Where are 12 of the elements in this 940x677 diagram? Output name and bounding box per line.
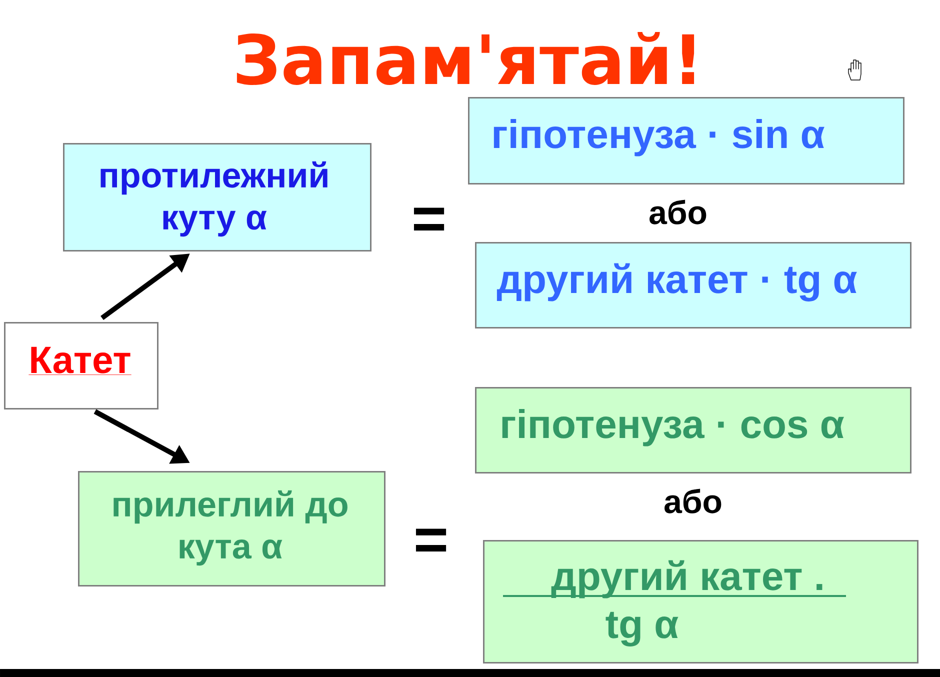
formula-box: другий катет . tg α [483,540,918,664]
formula-box: гіпотенуза · sin α [468,97,904,184]
equals-sign: = [414,208,444,230]
formula-box: другий катет · tg α [475,242,912,328]
title: Запам'ятай! [236,32,694,85]
formula-box: гіпотенуза · cos α [475,387,912,474]
text-box: Катет [4,322,158,410]
or-label: або [650,200,706,224]
text-box: протилежний куту α [63,143,372,252]
text-box: прилеглий до кута α [78,471,386,586]
or-label: або [664,488,722,514]
equals-sign: = [416,528,446,552]
